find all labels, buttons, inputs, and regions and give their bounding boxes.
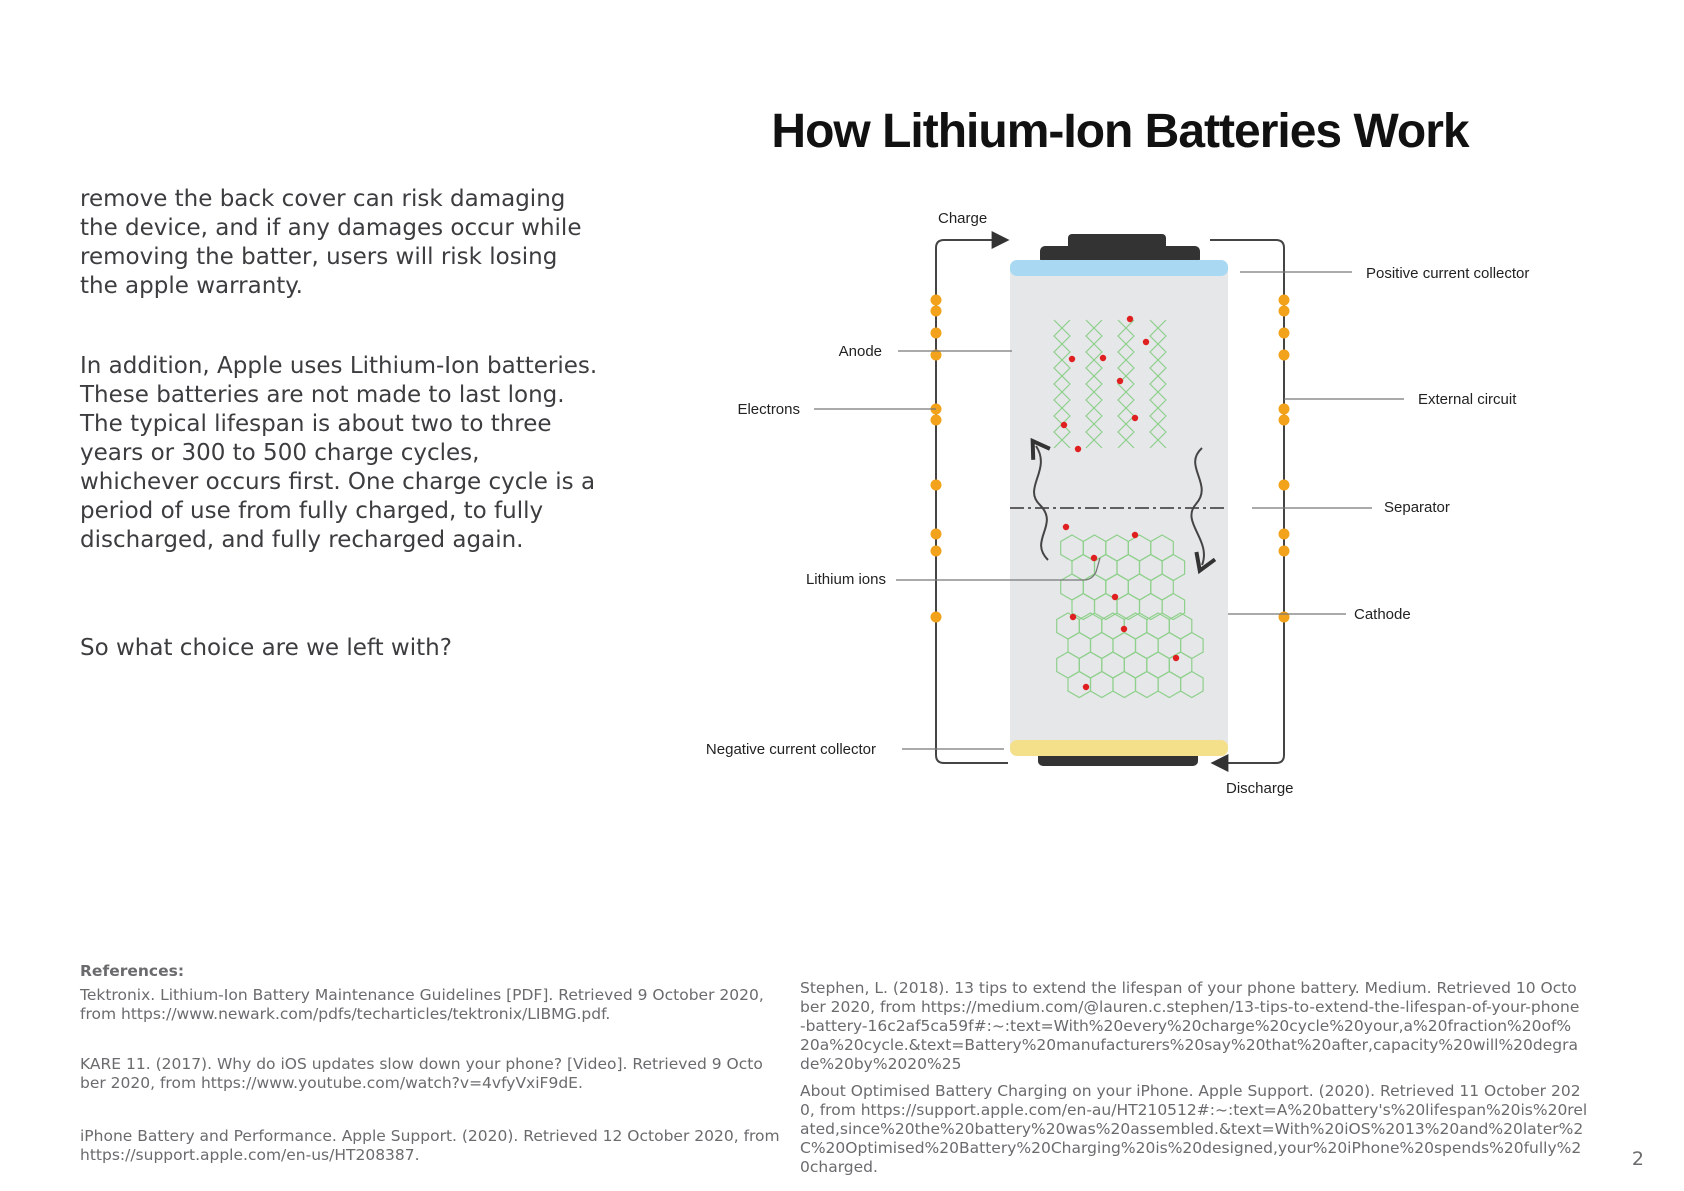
label-lithium-ions: Lithium ions (806, 571, 886, 588)
anode-chain (1085, 319, 1103, 449)
external-circuit-right-wire (1210, 239, 1285, 772)
label-cathode: Cathode (1354, 606, 1411, 623)
lithium-ion-dot (1099, 354, 1107, 362)
reference-item: iPhone Battery and Performance. Apple Su… (80, 1127, 780, 1164)
electrons (930, 294, 1290, 623)
reference-item: KARE 11. (2017). Why do iOS updates slow… (80, 1055, 763, 1092)
ion-flow-down-arrow (1190, 447, 1217, 575)
lithium-ion-dot (1111, 593, 1119, 601)
lithium-ion-dot (1090, 554, 1098, 562)
lithium-ion-dot (1082, 683, 1090, 691)
lithium-ion-dot (1060, 421, 1068, 429)
label-external-circuit: External circuit (1418, 391, 1517, 408)
leader-lithium-ions (896, 557, 1101, 581)
body-paragraph-question: So what choice are we left with? (80, 635, 452, 661)
lithium-ions (1060, 315, 1180, 691)
electron-dot (1278, 305, 1290, 317)
anode-lattice (1053, 319, 1167, 449)
anode-chain (1117, 319, 1135, 449)
ion-flow-up-arrow (1030, 437, 1051, 561)
electron-dot (930, 327, 942, 339)
page-number: 2 (1631, 1148, 1644, 1170)
lithium-ion-dot (1131, 531, 1139, 539)
negative-current-collector (1010, 740, 1228, 756)
lithium-ion-dot (1172, 654, 1180, 662)
label-charge: Charge (938, 210, 987, 227)
lithium-ion-dot (1120, 625, 1128, 633)
anode-chain (1149, 319, 1167, 449)
anode-chain (1117, 319, 1135, 449)
lithium-ion-dot (1126, 315, 1134, 323)
reference-item: Tektronix. Lithium-Ion Battery Maintenan… (80, 986, 764, 1023)
electron-dot (930, 414, 942, 426)
electron-dot (1278, 414, 1290, 426)
lithium-ion-dot (1062, 523, 1070, 531)
label-anode: Anode (839, 343, 882, 360)
electron-dot (930, 611, 942, 623)
anode-chain (1085, 319, 1103, 449)
lithium-ion-dot (1116, 377, 1124, 385)
anode-chain (1053, 319, 1071, 449)
label-discharge: Discharge (1226, 780, 1294, 797)
electron-dot (930, 479, 942, 491)
cathode-lattice (1056, 534, 1204, 699)
battery-cap (1040, 246, 1200, 264)
reference-item: Stephen, L. (2018). 13 tips to extend th… (800, 979, 1580, 1073)
lithium-ion-dot (1131, 414, 1139, 422)
electron-dot (1278, 528, 1290, 540)
label-positive-collector: Positive current collector (1366, 265, 1529, 282)
lithium-ion-dot (1142, 338, 1150, 346)
body-paragraph-warranty: remove the back cover can risk damaging … (80, 186, 582, 299)
electron-dot (930, 294, 942, 306)
electron-dot (930, 305, 942, 317)
electron-dot (930, 545, 942, 557)
positive-current-collector (1010, 260, 1228, 276)
label-separator: Separator (1384, 499, 1450, 516)
label-electrons: Electrons (737, 401, 800, 418)
electron-dot (1278, 545, 1290, 557)
external-circuit-left-wire (935, 231, 1010, 764)
lithium-ion-dot (1068, 355, 1076, 363)
cathode-hexagon (1161, 592, 1186, 621)
electron-dot (1278, 294, 1290, 306)
lithium-ion-dot (1069, 613, 1077, 621)
electron-dot (1278, 327, 1290, 339)
battery-diagram: Charge Positive current collector Anode … (706, 210, 1529, 797)
body-paragraph-lithium-ion: In addition, Apple uses Lithium-Ion batt… (80, 353, 598, 553)
electron-dot (1278, 479, 1290, 491)
lithium-ion-dot (1074, 445, 1082, 453)
electron-dot (930, 528, 942, 540)
anode-chain (1149, 319, 1167, 449)
label-negative-collector: Negative current collector (706, 741, 876, 758)
electron-dot (1278, 611, 1290, 623)
cathode-hexagon (1179, 670, 1204, 699)
electron-dot (930, 349, 942, 361)
electron-dot (1278, 349, 1290, 361)
references-heading: References: (80, 962, 185, 980)
page-title: How Lithium-Ion Batteries Work (771, 105, 1469, 158)
electron-dot (1278, 403, 1290, 415)
reference-item: About Optimised Battery Charging on your… (800, 1082, 1588, 1176)
